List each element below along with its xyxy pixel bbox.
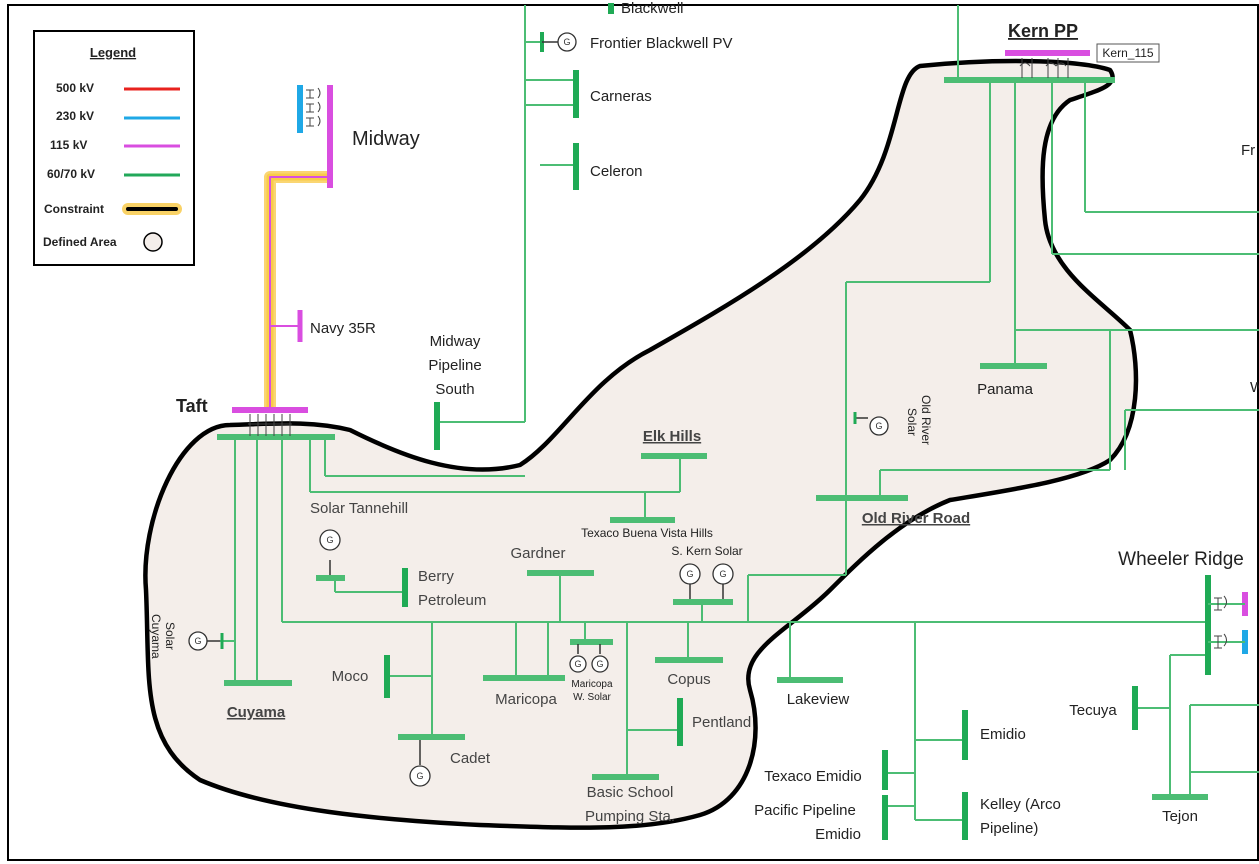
label-pentland: Pentland <box>692 714 751 731</box>
label-maricopa-w-solar-line1: Maricopa <box>571 679 613 690</box>
maricopa-w-solar-generator-icon-2: G <box>591 644 609 673</box>
kern-115-tag <box>1096 43 1160 63</box>
label-midway-pipeline-line3: South <box>435 381 474 398</box>
cadet-generator-icon: G <box>409 740 431 787</box>
svg-text:G: G <box>574 659 581 669</box>
label-berry-line2: Petroleum <box>418 592 486 609</box>
svg-text:G: G <box>686 569 693 579</box>
label-copus: Copus <box>667 671 710 688</box>
legend-defined-area-swatch <box>143 232 163 252</box>
label-texaco-emidio: Texaco Emidio <box>764 768 862 785</box>
legend: Legend 500 kV 230 kV 115 kV 60/70 kV Con… <box>33 30 195 266</box>
frontier-blackwell-pv-generator-icon: G <box>542 32 577 52</box>
lines-60-70kv <box>220 5 1259 821</box>
legend-230kv-label: 230 kV <box>56 109 94 123</box>
svg-text:G: G <box>719 569 726 579</box>
label-s-kern-solar: S. Kern Solar <box>671 544 742 558</box>
label-pacific-pipeline-line1: Pacific Pipeline <box>754 802 856 819</box>
old-river-solar-generator-icon: G <box>853 412 889 436</box>
label-cadet: Cadet <box>450 750 491 767</box>
legend-title: Legend <box>90 45 136 60</box>
station-labels: Blackwell Frontier Blackwell PV Carneras… <box>149 0 1259 843</box>
label-frontier-blackwell-pv: Frontier Blackwell PV <box>590 35 733 52</box>
label-basic-school-line1: Basic School <box>587 784 674 801</box>
label-fr-cut: Fr <box>1241 142 1255 159</box>
legend-115kv-label: 115 kV <box>50 138 87 152</box>
label-celeron: Celeron <box>590 163 643 180</box>
svg-text:G: G <box>194 636 201 646</box>
label-emidio: Emidio <box>980 726 1026 743</box>
legend-500kv-label: 500 kV <box>56 81 94 95</box>
diagram-border <box>7 4 1259 861</box>
svg-text:G: G <box>326 535 333 545</box>
label-lakeview: Lakeview <box>787 691 850 708</box>
kern-115-tag-label: Kern_115 <box>1102 46 1153 60</box>
cuyama-solar-generator-icon: G <box>188 631 224 651</box>
transformer-symbols <box>248 58 1227 649</box>
legend-defined-area-label: Defined Area <box>43 235 117 249</box>
label-taft: Taft <box>176 396 208 416</box>
generator-icons: G G G G G G G G <box>188 32 889 787</box>
label-pacific-pipeline-line2: Emidio <box>815 826 861 843</box>
label-maricopa: Maricopa <box>495 691 557 708</box>
label-old-river-solar-line2: Solar <box>905 408 919 436</box>
label-moco: Moco <box>332 668 369 685</box>
label-basic-school-line2: Pumping Sta. <box>585 808 675 825</box>
label-kelley-line2: Pipeline) <box>980 820 1038 837</box>
constraint-line <box>264 171 330 410</box>
label-gardner: Gardner <box>510 545 565 562</box>
svg-text:G: G <box>563 37 570 47</box>
legend-60-70kv-label: 60/70 kV <box>47 167 95 181</box>
label-cuyama: Cuyama <box>227 704 286 721</box>
label-elk-hills: Elk Hills <box>643 428 701 445</box>
label-maricopa-w-solar-line2: W. Solar <box>573 692 611 703</box>
label-tecuya: Tecuya <box>1069 702 1117 719</box>
label-kern-pp: Kern PP <box>1008 21 1078 41</box>
solar-tannehill-generator-icon: G <box>319 529 341 575</box>
label-carneras: Carneras <box>590 88 652 105</box>
label-cuyama-solar-line1: Cuyama <box>149 614 163 659</box>
label-solar-tannehill: Solar Tannehill <box>310 500 408 517</box>
label-kelley-line1: Kelley (Arco <box>980 796 1061 813</box>
svg-text:G: G <box>416 771 423 781</box>
label-blackwell: Blackwell <box>621 0 684 17</box>
s-kern-solar-generator-icon-2: G <box>712 563 734 599</box>
label-old-river-solar-line1: Old River <box>919 395 933 445</box>
svg-text:G: G <box>875 421 882 431</box>
label-panama: Panama <box>977 381 1034 398</box>
s-kern-solar-generator-icon-1: G <box>679 563 701 599</box>
label-w-cut: W <box>1250 379 1259 396</box>
svg-text:G: G <box>596 659 603 669</box>
label-midway-pipeline-line1: Midway <box>430 333 481 350</box>
maricopa-w-solar-generator-icon-1: G <box>569 644 587 673</box>
legend-constraint-label: Constraint <box>44 202 104 216</box>
bus-bars-60-70kv <box>217 77 1208 800</box>
label-old-river-road: Old River Road <box>862 510 970 527</box>
label-tejon: Tejon <box>1162 808 1198 825</box>
label-midway-pipeline-line2: Pipeline <box>428 357 481 374</box>
label-cuyama-solar-line2: Solar <box>163 622 177 650</box>
label-midway: Midway <box>352 128 420 150</box>
label-navy-35r: Navy 35R <box>310 320 376 337</box>
label-texaco-buena-vista-hills: Texaco Buena Vista Hills <box>581 526 713 540</box>
legend-box <box>33 30 195 266</box>
label-berry-line1: Berry <box>418 568 454 585</box>
label-wheeler-ridge: Wheeler Ridge <box>1118 549 1244 570</box>
defined-area <box>143 58 1139 830</box>
vertical-bus-bars <box>384 3 1211 840</box>
